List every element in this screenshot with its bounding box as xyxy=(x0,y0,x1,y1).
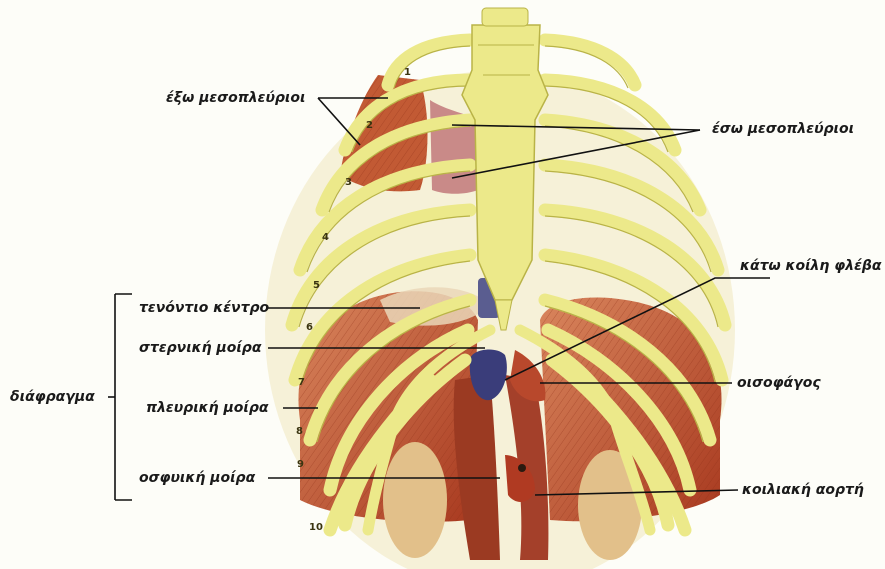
label-esophagus: οισοφάγος xyxy=(737,375,821,391)
label-internal-intercostals: έσω μεσοπλεύριοι xyxy=(712,121,854,137)
label-lumbar-part: οσφυική μοίρα xyxy=(139,470,255,486)
left-kidney xyxy=(383,442,447,558)
rib-number-9: 9 xyxy=(297,459,304,470)
rib-number-1: 1 xyxy=(404,67,411,78)
label-diaphragm: διάφραγμα xyxy=(10,389,95,405)
aorta-lumen xyxy=(518,464,526,472)
rib-number-10: 10 xyxy=(309,522,323,533)
label-sternal-part: στερνική μοίρα xyxy=(139,340,261,356)
rib-number-5: 5 xyxy=(313,280,320,291)
rib-number-3: 3 xyxy=(345,177,352,188)
thoracic-vertebra xyxy=(482,8,528,26)
label-abdominal-aorta: κοιλιακή αορτή xyxy=(742,482,864,498)
rib-number-4: 4 xyxy=(322,232,329,243)
label-inferior-vena-cava: κάτω κοίλη φλέβα xyxy=(740,258,882,274)
label-costal-part: πλευρική μοίρα xyxy=(146,400,268,416)
rib-number-8: 8 xyxy=(296,426,303,437)
rib-number-2: 2 xyxy=(366,120,373,131)
label-external-intercostals: έξω μεσοπλεύριοι xyxy=(166,90,305,106)
label-central-tendon: τενόντιο κέντρο xyxy=(139,300,269,316)
rib-number-7: 7 xyxy=(298,377,305,388)
rib-number-6: 6 xyxy=(306,322,313,333)
